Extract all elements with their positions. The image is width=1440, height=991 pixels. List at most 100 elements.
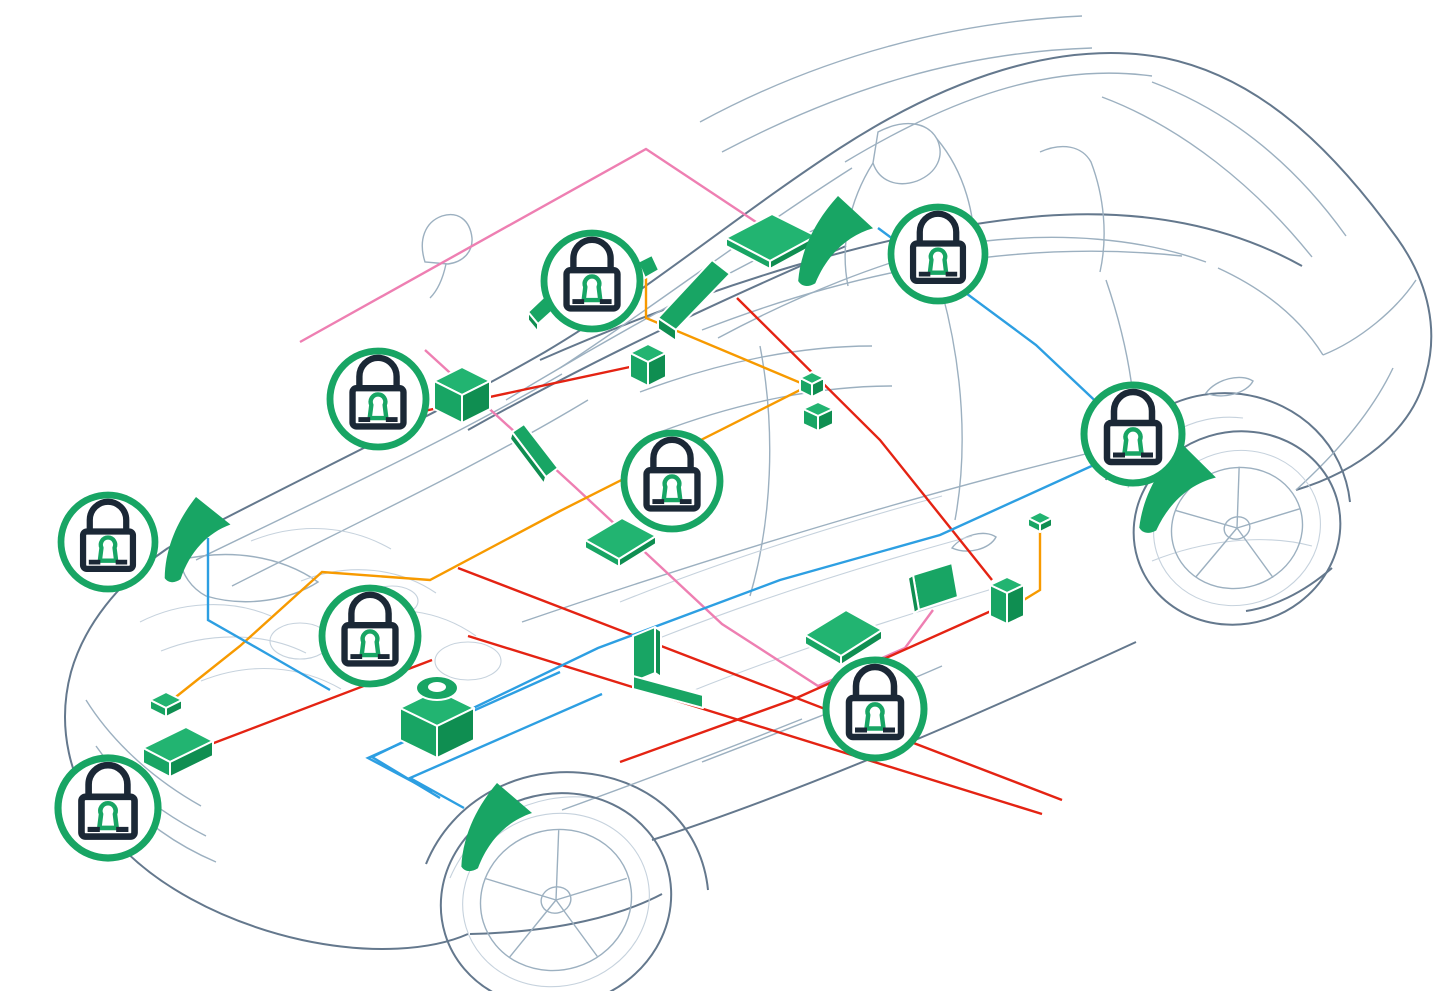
rear-tallbox-face-2 (1006, 584, 1025, 625)
keyhole-icon (581, 274, 603, 303)
car-line (1174, 509, 1238, 529)
rear-tallbox-face-1 (989, 584, 1008, 625)
car-line (721, 47, 1093, 153)
car-line (179, 553, 320, 603)
engine-pump-ring-1 (428, 682, 446, 692)
door-panel-face-1 (907, 574, 920, 614)
car-line (651, 535, 973, 642)
rear-wheel (1132, 430, 1342, 626)
car-line (439, 792, 673, 991)
cube-console-b (802, 401, 834, 432)
car-line (1195, 527, 1238, 578)
car-line (485, 877, 557, 901)
lock-shackle (356, 354, 400, 389)
cube-console-a-face-2 (811, 377, 825, 398)
swoosh-arrows-layer (164, 196, 1216, 872)
keyhole-icon (1122, 427, 1144, 456)
blade-cowl (509, 423, 559, 485)
front-wheel (439, 792, 673, 991)
lock-cowl-left (326, 347, 430, 451)
wire-blue-chev-a (365, 670, 561, 794)
car-line (1236, 508, 1301, 529)
car-line (509, 899, 557, 958)
lock-windshield (540, 229, 644, 333)
front-connector (149, 691, 183, 718)
car-line (479, 828, 633, 972)
dash-wedge-face-1 (657, 317, 677, 342)
car-line (1132, 430, 1342, 626)
blade-cowl-face-1 (509, 431, 547, 485)
car-line (941, 291, 963, 521)
car-line (1101, 96, 1313, 258)
wire-blue-front (206, 538, 331, 692)
car-line (1295, 367, 1394, 491)
lock-front-bumper (54, 754, 162, 862)
lock-shackle (570, 236, 614, 271)
lock-engine (318, 584, 422, 688)
console-tallbox-face-2 (647, 352, 667, 387)
car-line (844, 72, 1153, 163)
wire-red-floor-b (467, 634, 1043, 816)
door-connector (1027, 511, 1053, 533)
car-line (467, 245, 847, 431)
car-line (1245, 567, 1333, 612)
wedge-left-face-1 (527, 311, 539, 333)
car-line (1153, 449, 1321, 607)
car-line (462, 812, 650, 988)
front-connector-face-2 (165, 699, 183, 718)
car-line (555, 899, 598, 957)
car-line (749, 345, 771, 597)
lock-shackle (348, 591, 392, 626)
car-line (200, 668, 342, 690)
keyhole-icon (864, 702, 886, 731)
keyhole-icon (367, 392, 389, 421)
lock-front-left (57, 491, 159, 593)
car-line (975, 236, 1207, 263)
car-line (555, 830, 560, 901)
arrow-front-wheel (461, 783, 533, 872)
car-line (139, 604, 272, 623)
car-line (872, 122, 941, 185)
lock-shackle (86, 498, 130, 532)
car-line (950, 532, 997, 552)
ecu-cowl-cube (433, 366, 491, 424)
cube-console-b-face-2 (817, 408, 834, 432)
wire-red-floor-a (457, 566, 1063, 802)
rear-tallbox (989, 576, 1025, 625)
gateway-bracket (632, 626, 704, 709)
door-connector-face-2 (1039, 517, 1053, 533)
car-line (429, 263, 447, 299)
car-line (434, 641, 502, 681)
car-line (85, 699, 202, 807)
car-line (699, 15, 1083, 123)
car-line (561, 718, 803, 811)
keyhole-icon (97, 800, 119, 831)
lock-rear-quarter (1080, 381, 1186, 487)
keyhole-icon (661, 474, 683, 503)
arrow-rear-wheel (1139, 444, 1216, 533)
car-line (1151, 539, 1313, 562)
dash-module (584, 517, 657, 568)
car-line (1236, 466, 1240, 529)
cube-console-a (799, 371, 825, 398)
car-line (250, 528, 392, 550)
car-line (469, 893, 663, 935)
lock-rocker-rear (822, 656, 928, 762)
arrow-headlight (164, 497, 231, 583)
car-line (659, 385, 893, 433)
dash-wedge (657, 259, 731, 342)
gateway-bracket-face-1 (654, 626, 662, 678)
keyhole-icon (359, 629, 381, 658)
lock-roof (887, 203, 989, 305)
lock-shackle (85, 761, 131, 797)
security-locks-layer (54, 203, 1186, 862)
car-wireframe (64, 15, 1433, 991)
arrow-roof (798, 196, 874, 286)
car-line (1151, 81, 1347, 237)
floor-module-rear (804, 609, 883, 666)
gateway-bracket-groove-0 (648, 676, 702, 694)
wire-red-rear-up (619, 605, 1001, 764)
lock-shackle (916, 210, 960, 244)
lock-shackle (852, 663, 898, 698)
